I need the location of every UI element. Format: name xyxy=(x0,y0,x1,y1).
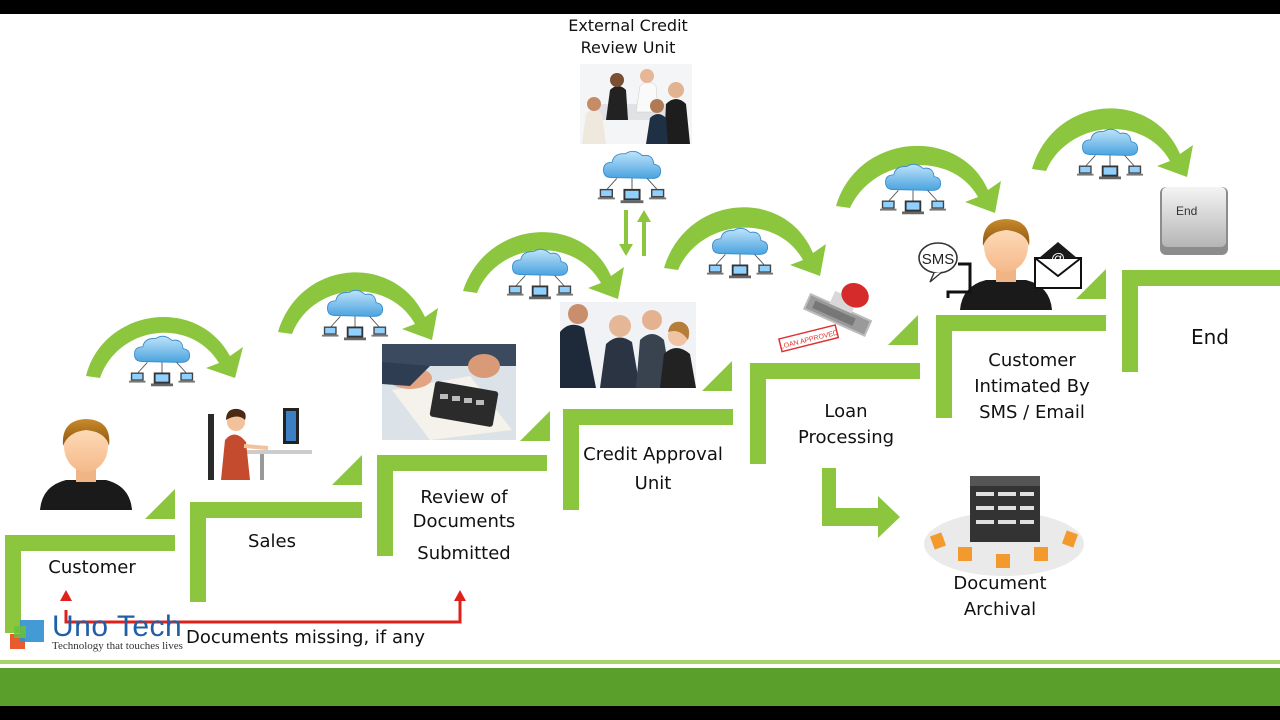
external-line-2: Review Unit xyxy=(580,38,676,57)
archival-label: Document Archival xyxy=(932,571,1068,623)
stage-label-sales: Sales xyxy=(248,531,296,552)
document-archival-icon xyxy=(924,476,1084,576)
stage-label-customer: Customer xyxy=(48,557,136,578)
email-icon-text: @ xyxy=(1051,250,1065,266)
brand-logo-icon xyxy=(10,620,44,649)
sales-person-icon xyxy=(206,394,314,480)
step-review xyxy=(377,411,550,556)
email-icon: @ xyxy=(1034,242,1082,289)
process-arrows xyxy=(86,108,1193,538)
end-key-text: End xyxy=(1176,204,1197,218)
external-line-1: External Credit xyxy=(568,16,688,35)
stage-label-loan: Loan Processing xyxy=(776,399,916,451)
customer-person-icon xyxy=(40,419,132,510)
external-review-photo xyxy=(580,64,692,144)
sms-icon-text: SMS xyxy=(922,251,955,268)
step-end xyxy=(1122,270,1280,372)
intimation-line-3: SMS / Email xyxy=(979,402,1085,423)
loan-approved-stamp-icon: LOAN APPROVED xyxy=(777,282,873,353)
feedback-label: Documents missing, if any xyxy=(186,627,426,648)
brand-tagline: Technology that touches lives xyxy=(52,640,183,652)
intimation-line-1: Customer xyxy=(988,350,1076,371)
stage-label-intimation: Customer Intimated By SMS / Email xyxy=(962,348,1102,426)
sync-arrows xyxy=(619,210,651,256)
loan-line-1: Loan xyxy=(824,401,868,422)
step-customer xyxy=(5,489,175,633)
credit-line-1: Credit Approval xyxy=(583,444,723,465)
archival-line-2: Archival xyxy=(963,599,1037,620)
intimation-line-2: Intimated By xyxy=(974,376,1090,397)
step-sales xyxy=(190,455,362,602)
missing-documents-loop xyxy=(60,590,466,624)
loan-line-2: Processing xyxy=(797,427,895,448)
end-key-icon: End xyxy=(1160,187,1228,255)
review-line-1: Review of xyxy=(420,487,508,508)
step-loan xyxy=(750,315,920,464)
step-credit xyxy=(563,361,733,510)
stage-label-credit: Credit Approval Unit xyxy=(578,440,728,498)
review-documents-photo xyxy=(382,344,516,440)
workflow-diagram: LOAN APPROVED SMS @ End xyxy=(0,64,1280,706)
footer-band xyxy=(0,660,1280,706)
step-intimation xyxy=(936,269,1106,418)
workflow-slide: LOAN APPROVED SMS @ End xyxy=(0,14,1280,706)
credit-line-2: Unit xyxy=(634,473,672,494)
external-unit-label: External Credit Review Unit xyxy=(556,15,700,59)
staircase xyxy=(5,269,1280,633)
credit-meeting-photo xyxy=(560,302,696,388)
stage-label-end: End xyxy=(1190,325,1229,349)
brand-name: Uno Tech xyxy=(52,610,183,643)
review-line-3: Submitted xyxy=(417,543,511,564)
archival-line-1: Document xyxy=(953,573,1047,594)
sms-icon: SMS xyxy=(918,242,972,298)
archival-arrow xyxy=(822,468,900,538)
stage-label-review: Review of Documents Submitted xyxy=(398,485,530,567)
review-line-2: Documents xyxy=(412,511,516,532)
